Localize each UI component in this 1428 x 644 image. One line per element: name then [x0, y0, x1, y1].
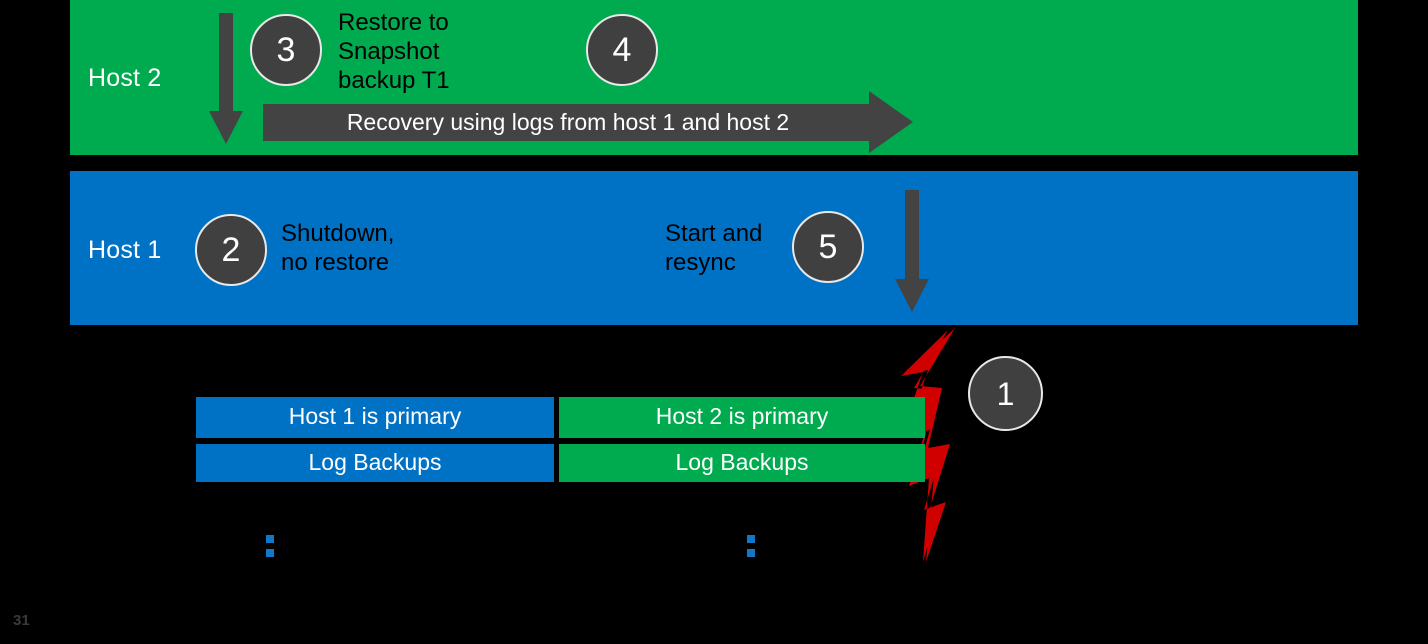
legend-host2-primary: Host 2 is primary	[559, 397, 925, 438]
recovery-arrow-banner: Recovery using logs from host 1 and host…	[263, 91, 913, 153]
arrow-shaft	[905, 190, 919, 281]
recovery-arrow-body	[263, 104, 873, 141]
page-number: 31	[13, 612, 30, 629]
host1-band-label: Host 1	[88, 236, 162, 264]
step-caption-5: Start and resync	[665, 220, 763, 276]
legend-host2-log-backups: Log Backups	[559, 444, 925, 482]
host2-band-left-segment	[70, 0, 184, 153]
step-caption-3: Restore to Snapshot backup T1	[338, 9, 450, 94]
tick-dot-top	[747, 535, 755, 543]
tick-dot-bottom	[747, 549, 755, 557]
colon-tick-icon-right	[747, 535, 755, 561]
lightning-bolt-icon	[901, 328, 955, 562]
step-badge-1[interactable]: 1	[968, 356, 1043, 431]
step-caption-2: Shutdown, no restore	[281, 220, 395, 276]
host2-band-label: Host 2	[88, 64, 162, 92]
legend-host1-log-backups: Log Backups	[196, 444, 554, 482]
down-arrow-icon-host1	[895, 190, 929, 312]
tick-dot-top	[266, 535, 274, 543]
right-arrow-icon	[869, 91, 913, 153]
colon-tick-icon-left	[266, 535, 274, 561]
legend-host1-primary: Host 1 is primary	[196, 397, 554, 438]
arrow-head	[209, 111, 243, 144]
arrow-head	[895, 279, 929, 312]
step-badge-4[interactable]: 4	[586, 14, 658, 86]
host1-band	[70, 171, 1358, 325]
down-arrow-icon-host2	[209, 13, 243, 144]
step-badge-5[interactable]: 5	[792, 211, 864, 283]
step-badge-3[interactable]: 3	[250, 14, 322, 86]
tick-dot-bottom	[266, 549, 274, 557]
step-badge-2[interactable]: 2	[195, 214, 267, 286]
arrow-shaft	[219, 13, 233, 113]
host1-band-left-segment	[70, 171, 184, 322]
recovery-arrow-label: Recovery using logs from host 1 and host…	[346, 109, 790, 135]
